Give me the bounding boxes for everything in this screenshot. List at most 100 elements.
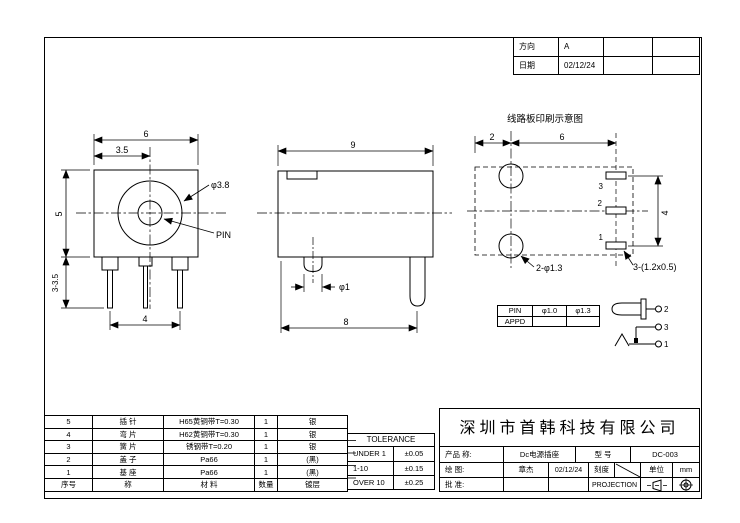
model-value: DC-003 (631, 447, 699, 463)
tolerance-range: UNDER 1 (348, 447, 394, 462)
pcb-extension-lines (474, 136, 663, 247)
projection-cone-cell (641, 478, 673, 492)
schematic-pin-symbol (611, 302, 642, 316)
tolerance-range: OVER 10 (348, 476, 394, 489)
scale-label: 刻度 (589, 463, 615, 478)
terminal-1 (655, 340, 662, 348)
unit-label: 单位 (641, 463, 673, 478)
empty-cell (653, 57, 699, 75)
part-material: H62黄铜带T=0.30 (163, 427, 255, 442)
part-plating: 银 (277, 427, 348, 442)
dim-label: 4 (660, 210, 670, 215)
header-material: 材 料 (163, 477, 255, 492)
tolerance-title: TOLERANCE (348, 434, 434, 447)
part-qty: 1 (254, 465, 278, 479)
header-name: 称 (92, 477, 164, 492)
part-qty: 1 (254, 427, 278, 442)
pad-number: 1 (599, 233, 604, 242)
date-label: 日期 (514, 57, 559, 75)
projection-label: PROJECTION (589, 478, 641, 492)
dim-label: 2 (489, 132, 494, 142)
dim-label: 8 (343, 317, 348, 327)
sheet-border (44, 37, 702, 499)
approve-date (549, 478, 589, 492)
part-material: 锈钢带T=0.20 (163, 440, 255, 454)
dim-label: φ1 (339, 282, 350, 292)
schematic-spring (614, 333, 630, 347)
part-name: 簧 片 (92, 440, 164, 454)
terminal-label: 2 (664, 305, 669, 314)
part-no: 3 (44, 440, 93, 454)
part-no: 4 (44, 427, 93, 442)
pcb-dimension-lines (474, 139, 662, 268)
draw-date: 02/12/24 (549, 463, 589, 478)
appd-label: APPD (498, 317, 533, 326)
pin-label: PIN (216, 230, 231, 240)
part-plating: (黑) (277, 452, 348, 467)
holes-note: 2-φ1.3 (536, 263, 562, 273)
parts-table: 5 插 针 H65黄铜带T=0.30 1 银 4 弯 片 H62黄铜带T=0.3… (44, 415, 348, 492)
part-no: 1 (44, 465, 93, 479)
company-name: 深圳市首韩科技有限公司 (440, 409, 699, 447)
tolerance-table: TOLERANCE UNDER 1 ±0.05 1-10 ±0.15 OVER … (347, 433, 435, 490)
pin-dia-1: φ1.0 (533, 306, 567, 317)
contact-schematic: 2 3 1 (611, 298, 669, 349)
pcb-title: 线路板印刷示意图 (507, 113, 583, 125)
product-label: 产品 称: (440, 447, 504, 463)
part-qty: 1 (254, 452, 278, 467)
empty-cell (604, 57, 653, 75)
draw-name: 章杰 (504, 463, 549, 478)
model-label: 型 号 (576, 447, 631, 463)
slash-icon (615, 463, 640, 477)
table-row: 4 弯 片 H62黄铜带T=0.30 1 银 (44, 427, 348, 442)
part-name: 弯 片 (92, 427, 164, 442)
part-name: 插 针 (92, 415, 164, 429)
pin-dia-2: φ1.3 (567, 306, 599, 317)
part-material: Pa66 (163, 452, 255, 467)
tolerance-value: ±0.05 (394, 447, 434, 462)
approve-value (504, 478, 549, 492)
side-view: 9 φ1 8 (257, 140, 452, 333)
dim-label: 4 (142, 314, 147, 324)
empty-cell (604, 38, 653, 57)
pcb-view: 线路板印刷示意图 2 6 4 3 2 1 2-φ1.3 3-(1.2x0.5) (467, 113, 677, 273)
part-material: H65黄铜带T=0.30 (163, 415, 255, 429)
approve-label: 批 准: (440, 478, 504, 492)
front-dimension-lines (62, 136, 215, 329)
product-value: Dc电源插座 (504, 447, 576, 463)
header-plating: 镀层 (277, 477, 348, 492)
side-extension-lines (277, 145, 434, 333)
tolerance-value: ±0.15 (394, 462, 434, 476)
terminal-3 (655, 323, 662, 331)
side-body-outline (277, 170, 434, 258)
table-row: 5 插 针 H65黄铜带T=0.30 1 银 (44, 415, 348, 429)
appd-value-2 (567, 317, 599, 326)
side-center-pin (409, 257, 426, 307)
tolerance-range: 1-10 (348, 462, 394, 476)
dim-label: 6 (143, 129, 148, 139)
unit-value: mm (673, 463, 699, 478)
table-row: 1 基 座 Pa66 1 (黑) (44, 465, 348, 479)
revision-table: 方向 A 日期 02/12/24 (513, 37, 700, 75)
title-block: 深圳市首韩科技有限公司 产品 称: Dc电源插座 型 号 DC-003 绘 图:… (439, 408, 700, 492)
part-plating: (黑) (277, 465, 348, 479)
side-dimension-lines (277, 147, 434, 332)
pad-number: 2 (598, 199, 603, 208)
direction-value: A (559, 38, 604, 57)
part-name: 盖 子 (92, 452, 164, 467)
slots-note: 3-(1.2x0.5) (633, 262, 677, 272)
part-plating: 银 (277, 415, 348, 429)
dim-label: 9 (350, 140, 355, 150)
front-view: 6 3.5 5 3-3.5 4 φ3.8 PIN (51, 129, 231, 330)
side-notch (286, 171, 318, 180)
empty-cell (653, 38, 699, 57)
table-row: 2 盖 子 Pa66 1 (黑) (44, 452, 348, 467)
appd-value (533, 317, 567, 326)
projection-cone-icon (646, 478, 667, 492)
pin-spec-title: PIN (498, 306, 533, 317)
part-no: 5 (44, 415, 93, 429)
parts-table-stubs (347, 440, 356, 479)
dim-label: 3.5 (116, 145, 129, 155)
table-header-row: 序号 称 材 料 数量 镀层 (44, 477, 348, 492)
